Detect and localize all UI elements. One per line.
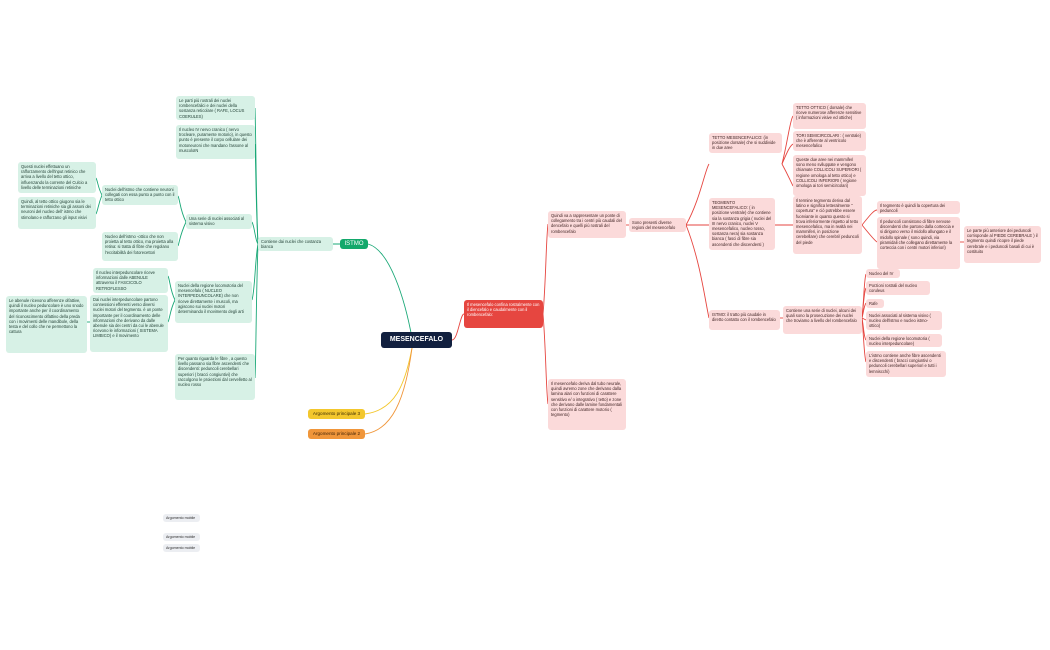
right-tegmento-node[interactable]: TEGMENTO MESENCEFALICO: ( in posizione v… [709, 198, 775, 250]
right-istmo-list-item[interactable]: Porzioni rostrali del nucleo coruleus [866, 281, 930, 295]
right-tegmento1b-node[interactable]: Il peduncoli consistono di fibre nervose… [877, 217, 960, 269]
right-quindi-node[interactable]: Quindi va a rappresentare un ponte di co… [548, 211, 626, 238]
istmo-loco-b-node[interactable]: Dai nuclei interpeduncolare partono conn… [90, 295, 168, 352]
main-topic-argomento-2[interactable]: Argomento principale 2 [308, 429, 365, 439]
right-istmo-node[interactable]: ISTMO: il tratto più caudale in diretto … [709, 310, 780, 330]
floating-topic[interactable]: Argomento mobile [163, 514, 200, 522]
istmo-top1-node[interactable]: Le parti più rostrali dei nuclei rombenc… [176, 96, 255, 120]
main-topic-confini[interactable]: Il mesencefalo confina rostralmente con … [464, 300, 543, 328]
istmo-loco-a-node[interactable]: Il nucleo interpeduncolare riceve inform… [93, 268, 168, 293]
istmo-loco-b1-node[interactable]: Le abenule ricevono afferenze olfattive,… [6, 296, 87, 353]
floating-topic[interactable]: Argomento mobile [163, 533, 200, 541]
right-tetto-node[interactable]: TETTO MESENCEFALICO: (in posizione dorsa… [709, 133, 782, 153]
right-istmo-list-item[interactable]: L'istmo contiene anche fibre ascendenti … [866, 351, 946, 377]
istmo-loco-node[interactable]: Nuclei della regione locomotoria del mes… [175, 281, 252, 323]
istmo-serie-node[interactable]: Una serie di nuclei associati al sistema… [186, 214, 252, 229]
central-topic-mesencefalo[interactable]: MESENCEFALO [381, 332, 452, 348]
istmo-top2-node[interactable]: Il nucleo IV nervo cranico ( nervo trocl… [176, 125, 255, 159]
main-topic-istmo[interactable]: ISTMO [340, 239, 368, 249]
right-tegmento1b1-node[interactable]: Le parte più anteriore dei peduncoli cor… [964, 226, 1041, 263]
istmo-serie-b-node[interactable]: Nucleo dell'istmo -ottico che non proiet… [102, 232, 178, 261]
right-tegmento1-node[interactable]: Il termine tegmento deriva dal latino e … [793, 196, 862, 254]
floating-topic[interactable]: Argomento mobile [163, 544, 200, 552]
right-istmo-list-item[interactable]: Nuclei associati al sistema visivo ( nuc… [866, 311, 942, 330]
istmo-contiene-node[interactable]: Contiene dai nuclei che costanza bianca [258, 237, 333, 251]
right-deriva-node[interactable]: Il mesencefalo deriva dal tubo neurale, … [548, 379, 626, 430]
right-tetto2-node[interactable]: TORI SEMICIRCOLARI : ( ventrale) che è a… [793, 131, 866, 151]
right-istmo-list-item[interactable]: Rafe [866, 299, 884, 308]
right-istmo-contiene-node[interactable]: Contiene una serie di nuclei, alcuni dei… [783, 306, 862, 334]
right-istmo-list-item[interactable]: Nucleo del IV [866, 269, 900, 278]
istmo-serie-a2-node[interactable]: Quindi, al tetto ottico giugono sia le t… [18, 197, 96, 229]
right-tegmento1a-node[interactable]: Il tegmento è quindi la copertura dei pe… [877, 201, 960, 214]
istmo-fibre-node[interactable]: Per quanto riguarda le fibre , a questo … [175, 354, 255, 400]
istmo-serie-a1-node[interactable]: Questi nuclei effettuano un rafforzament… [18, 162, 96, 193]
istmo-serie-a-node[interactable]: Nuclei dell'istmo che contiene neuroni c… [102, 185, 178, 205]
right-tetto1-node[interactable]: TETTO OTTICO ( dorsale) che riceve numer… [793, 103, 866, 129]
right-regioni-node[interactable]: Sono presenti diverse regioni del mesenc… [629, 218, 686, 232]
right-istmo-list-item[interactable]: Nuclei della regione locomotoria ( nucle… [866, 334, 942, 347]
right-tetto3-node[interactable]: Queste due aree nei mammiferi sono meno … [793, 155, 866, 196]
main-topic-argomento-3[interactable]: Argomento principale 3 [308, 409, 365, 419]
